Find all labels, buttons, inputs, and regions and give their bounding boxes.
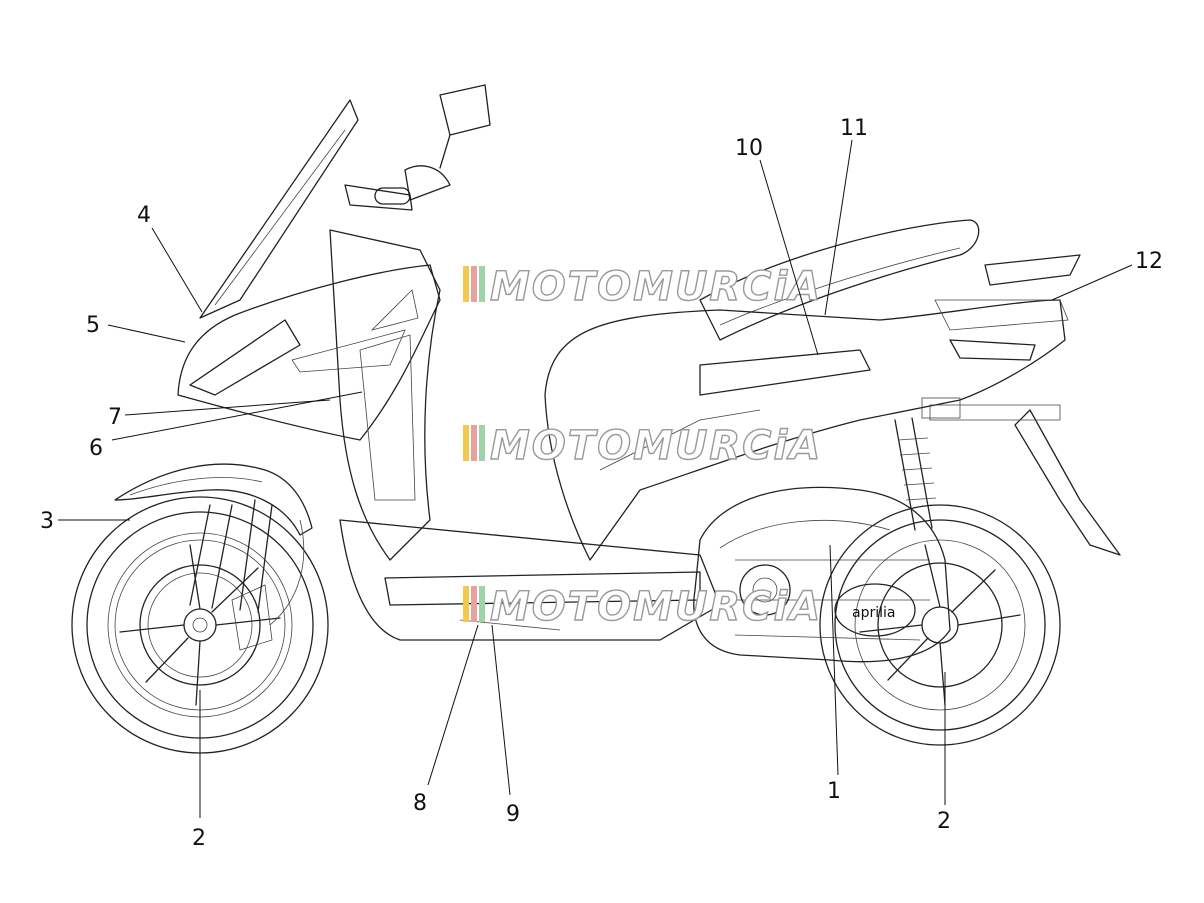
watermark-stripe	[479, 266, 485, 302]
callout-10: 10	[735, 136, 763, 161]
callout-5: 5	[86, 313, 100, 338]
watermark-2: MOTOMURCiA	[463, 422, 822, 470]
leader-12	[1051, 264, 1133, 301]
rear-shock	[894, 417, 937, 531]
watermark-text: MOTOMURCiA	[490, 264, 822, 310]
side-panel	[544, 299, 1069, 561]
watermark-stripe	[471, 266, 477, 302]
leader-11	[824, 139, 853, 316]
rear-mudguard	[929, 254, 1121, 556]
front-fork	[189, 499, 305, 626]
leader-6	[111, 391, 363, 441]
watermark-text: MOTOMURCiA	[490, 584, 822, 630]
handlebar-mirror	[344, 84, 491, 211]
callout-2a: 2	[192, 826, 206, 851]
callout-1: 1	[827, 779, 841, 804]
watermark-stripe	[463, 586, 469, 622]
leader-7	[124, 399, 331, 416]
windscreen	[199, 99, 359, 319]
watermark-stripe	[471, 425, 477, 461]
rear-wheel	[819, 504, 1061, 746]
front-shield	[177, 264, 441, 441]
leader-lines	[58, 139, 1133, 818]
leg-shield	[329, 229, 441, 561]
watermark-stripe	[463, 266, 469, 302]
leader-9	[491, 624, 511, 796]
front-fender	[114, 463, 313, 536]
leader-8	[427, 624, 479, 786]
leader-4	[151, 227, 203, 313]
watermark-3: MOTOMURCiA	[463, 583, 822, 631]
callout-numbers: 1 2 2 3 4 5 6 7 8 9 10 11 12	[40, 116, 1163, 851]
watermark-1: MOTOMURCiA	[463, 263, 822, 311]
leader-10	[759, 159, 819, 356]
callout-4: 4	[137, 203, 151, 228]
callout-3: 3	[40, 509, 54, 534]
callout-11: 11	[840, 116, 868, 141]
leader-1	[829, 544, 839, 776]
callout-9: 9	[506, 802, 520, 827]
leader-5	[107, 324, 186, 343]
callout-6: 6	[89, 436, 103, 461]
watermark-stripe	[471, 586, 477, 622]
callout-2b: 2	[937, 809, 951, 834]
aprilia-decal: aprilia	[852, 605, 895, 621]
watermark-stripe	[479, 586, 485, 622]
watermark-stripe	[463, 425, 469, 461]
callout-8: 8	[413, 791, 427, 816]
callout-12: 12	[1135, 249, 1163, 274]
watermark-text: MOTOMURCiA	[490, 423, 822, 469]
watermark-stripe	[479, 425, 485, 461]
engine-cvt: aprilia	[693, 486, 951, 663]
callout-7: 7	[108, 405, 122, 430]
